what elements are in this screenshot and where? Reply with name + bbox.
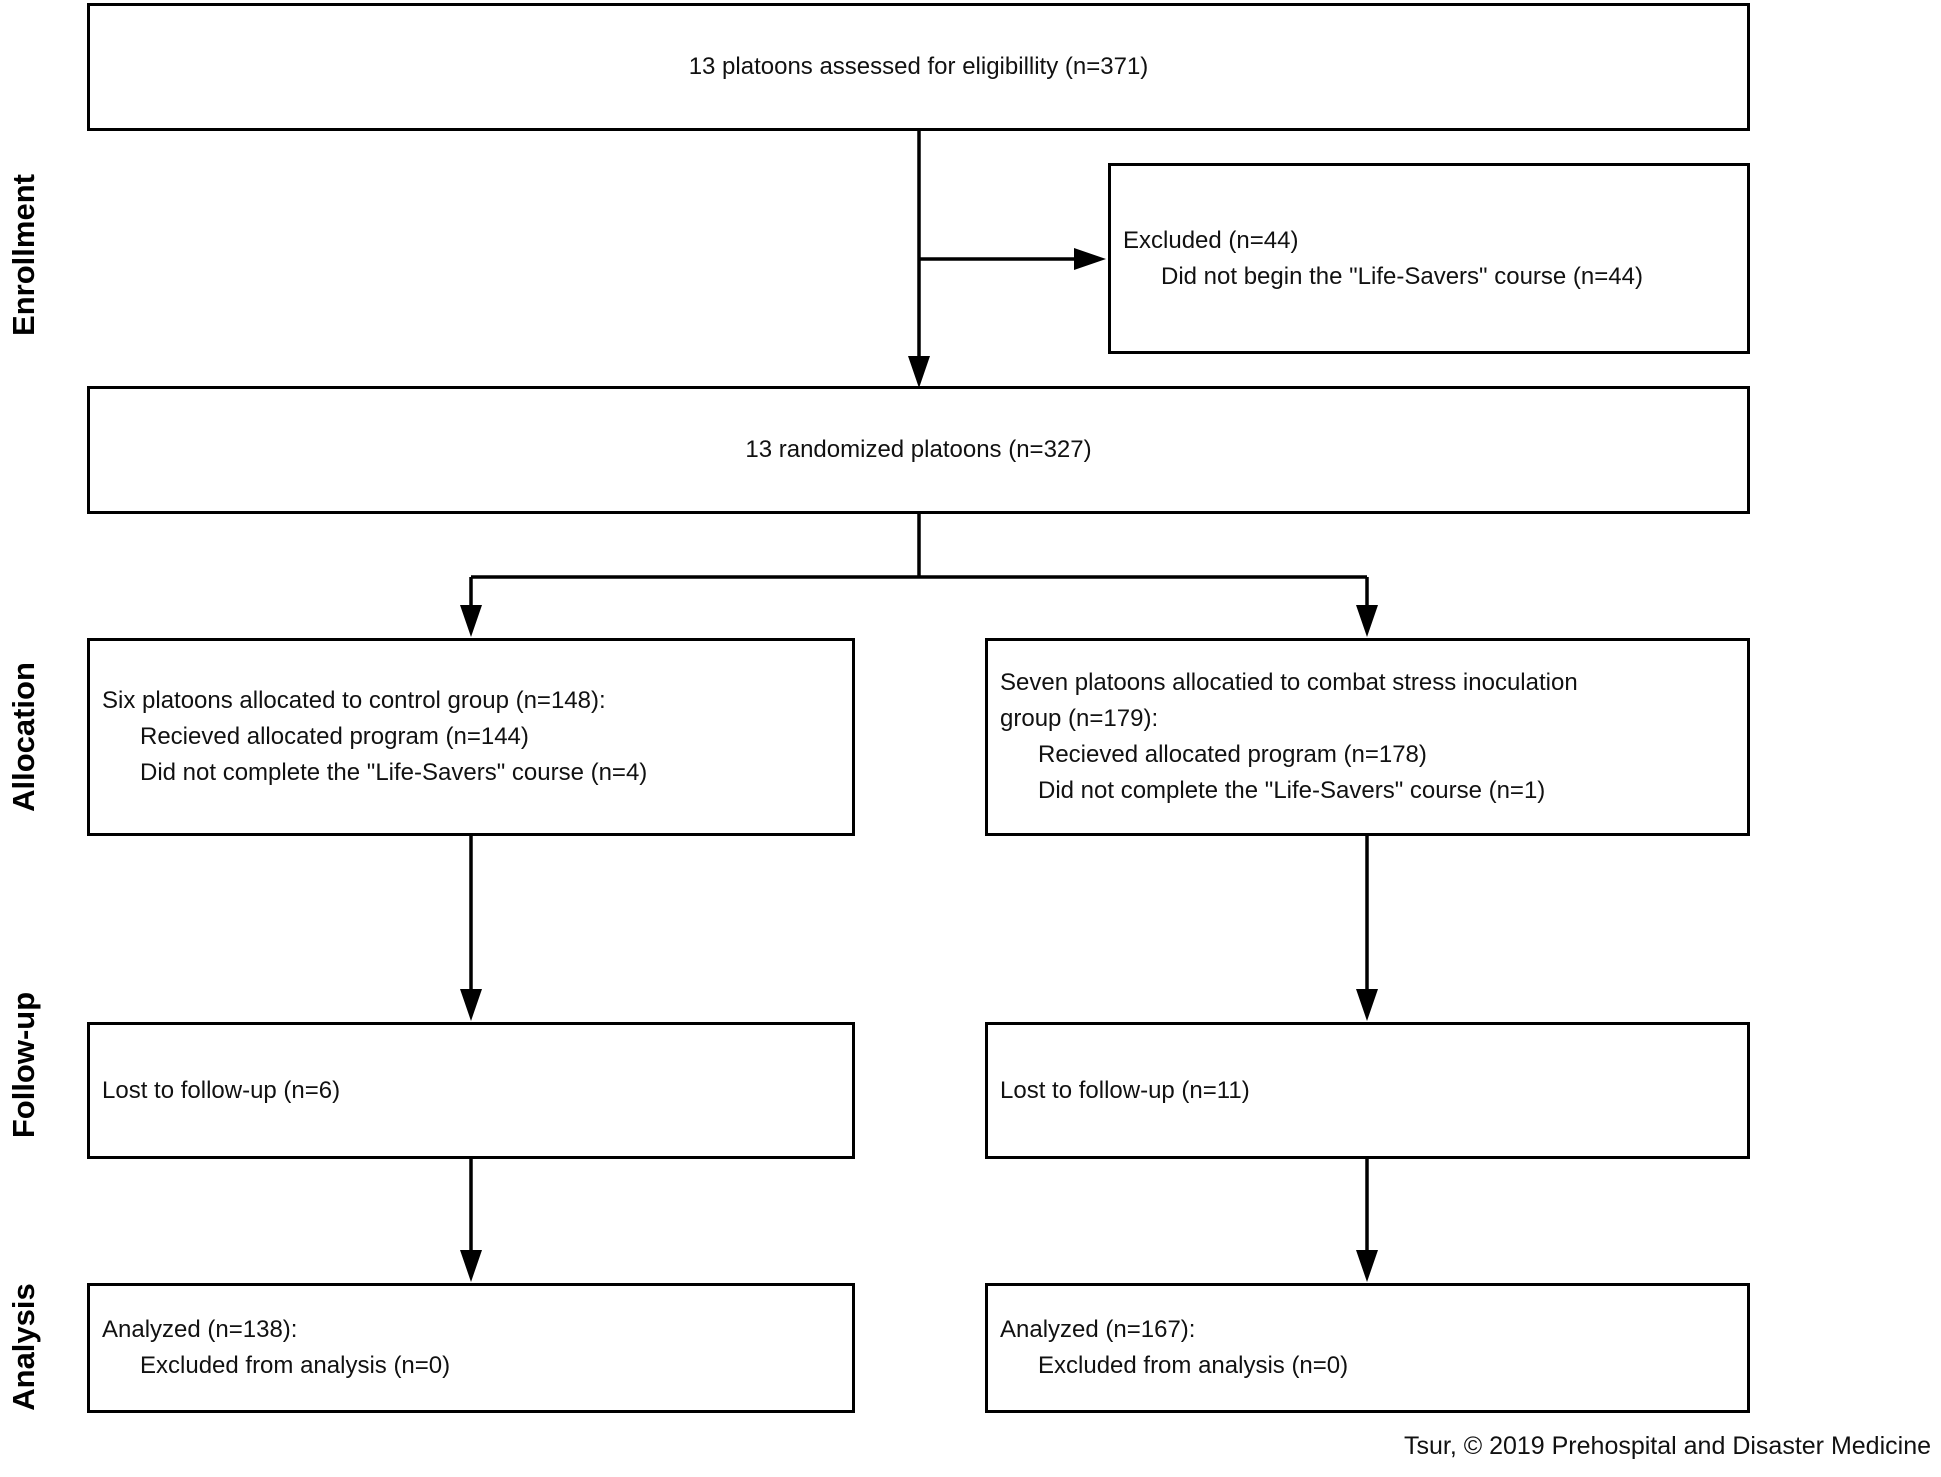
box-line: Did not complete the "Life-Savers" cours… [140,759,648,786]
arrowhead-down-icon [1356,989,1378,1021]
box-line: Excluded (n=44) [1123,226,1299,254]
arrowhead-down-icon [460,989,482,1021]
figure-credit: Tsur, © 2019 Prehospital and Disaster Me… [1403,1432,1931,1460]
arrowhead-down-icon [460,1250,482,1282]
arrowhead-down-icon [908,356,930,388]
box-line: Analyzed (n=167): [1000,1316,1196,1343]
arrowhead-down-icon [1356,605,1378,637]
arrowhead-down-icon [460,605,482,637]
box-line: Excluded from analysis (n=0) [140,1352,451,1379]
arrowhead-down-icon [1356,1250,1378,1282]
box-line: Analyzed (n=138): [102,1316,298,1343]
control-allocation-box: Six platoons allocated to control group … [87,638,855,836]
box-line: Recieved allocated program (n=178) [1038,741,1427,768]
stage-label-analysis: Analysis [6,1283,41,1411]
box-line: Lost to follow-up (n=6) [102,1076,341,1104]
box-line: group (n=179): [1000,705,1159,732]
intervention-allocation-box: Seven platoons allocatied to combat stre… [985,638,1750,836]
box-line: Did not complete the "Life-Savers" cours… [1038,777,1546,804]
box-line: Recieved allocated program (n=144) [140,723,529,750]
control-followup-box: Lost to follow-up (n=6) [87,1022,855,1159]
eligibility-box: 13 platoons assessed for eligibillity (n… [87,3,1750,131]
box-line: 13 platoons assessed for eligibillity (n… [688,53,1149,80]
box-line: Did not begin the "Life-Savers" course (… [1161,262,1643,290]
excluded-box: Excluded (n=44) Did not begin the "Life-… [1108,163,1750,354]
stage-label-allocation: Allocation [6,662,41,812]
box-line: Lost to follow-up (n=11) [1000,1076,1250,1104]
control-analysis-box: Analyzed (n=138): Excluded from analysis… [87,1283,855,1413]
intervention-followup-box: Lost to follow-up (n=11) [985,1022,1750,1159]
stage-label-enrollment: Enrollment [6,174,41,336]
intervention-analysis-box: Analyzed (n=167): Excluded from analysis… [985,1283,1750,1413]
box-line: 13 randomized platoons (n=327) [745,436,1092,463]
box-line: Seven platoons allocatied to combat stre… [1000,669,1578,696]
arrowhead-right-icon [1074,248,1106,270]
randomized-box: 13 randomized platoons (n=327) [87,386,1750,514]
stage-label-followup: Follow-up [6,991,41,1139]
box-line: Excluded from analysis (n=0) [1038,1352,1349,1379]
box-line: Six platoons allocated to control group … [102,687,606,714]
